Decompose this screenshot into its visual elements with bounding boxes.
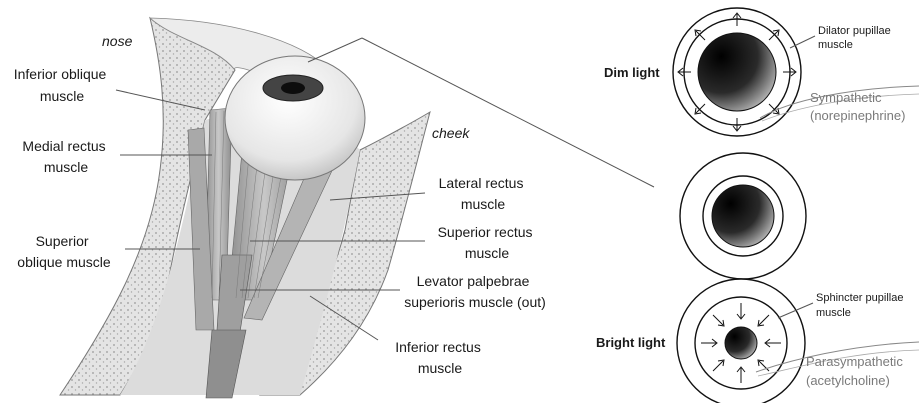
superior-oblique-label: Superior oblique muscle (17, 233, 111, 270)
orbit-illustration: nose cheek Inferior oblique muscle Media… (14, 18, 546, 398)
parasympathetic-label: Parasympathetic (acetylcholine) (806, 354, 906, 388)
bright-light-label: Bright light (596, 335, 666, 350)
pupil-neutral (680, 153, 806, 279)
nose-label: nose (102, 33, 133, 49)
pupil-constricted (725, 327, 757, 359)
levator-label: Levator palpebrae superioris muscle (out… (404, 273, 546, 310)
medial-rectus-label: Medial rectus muscle (22, 138, 109, 175)
pupil-dim-light: Dim light (604, 8, 801, 136)
dilator-label: Dilator pupillae muscle (818, 25, 894, 51)
lateral-rectus-label: Lateral rectus muscle (439, 175, 528, 212)
pupil-panel: Dim light Dilator pupillae muscle Sympat… (596, 8, 919, 403)
cheek-label: cheek (432, 125, 470, 141)
pupil-medium (712, 185, 774, 247)
dim-light-label: Dim light (604, 65, 660, 80)
sympathetic-label: Sympathetic (norepinephrine) (810, 90, 905, 123)
sphincter-label: Sphincter pupillae muscle (816, 292, 907, 319)
superior-rectus-label: Superior rectus muscle (438, 224, 537, 261)
pupil-dilated (698, 33, 776, 111)
inferior-rectus-label: Inferior rectus muscle (395, 339, 484, 376)
inferior-oblique-label: Inferior oblique muscle (14, 66, 111, 104)
pupil-anatomy (281, 82, 305, 94)
pupil-bright-light: Bright light (596, 279, 805, 403)
